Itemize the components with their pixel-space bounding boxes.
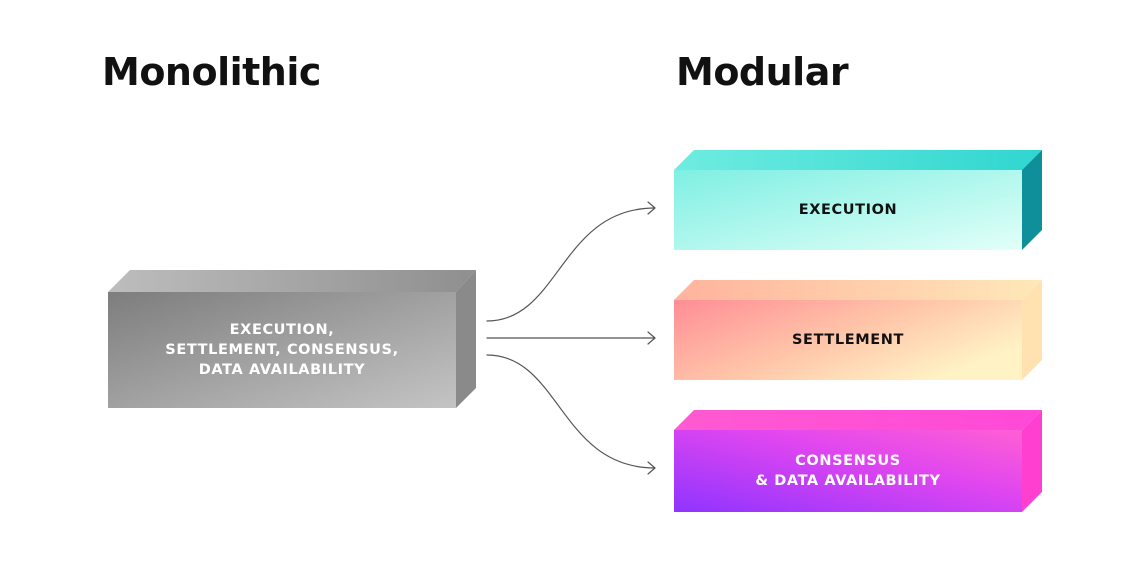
- monolithic-block-label: EXECUTION, SETTLEMENT, CONSENSUS, DATA A…: [108, 292, 456, 408]
- monolithic-label-line-2: SETTLEMENT, CONSENSUS,: [165, 342, 399, 358]
- consensus-label-line-2: & DATA AVAILABILITY: [755, 473, 941, 489]
- execution-label-text: EXECUTION: [798, 202, 898, 218]
- consensus-label-line-1: CONSENSUS: [795, 453, 901, 469]
- execution-block-front: [674, 170, 1022, 250]
- arrow-to-execution: [486, 207, 656, 322]
- arrow-to-execution-head: [647, 201, 656, 215]
- execution-block-side: [1022, 150, 1042, 250]
- execution-block-top: [674, 150, 1042, 170]
- settlement-block-label: SETTLEMENT: [674, 300, 1022, 380]
- settlement-label-text: SETTLEMENT: [792, 332, 904, 348]
- monolithic-label-line-1: EXECUTION,: [229, 322, 335, 338]
- monolithic-block-front: [108, 292, 456, 408]
- execution-block: [674, 150, 1042, 250]
- monolithic-label-line-3: DATA AVAILABILITY: [198, 362, 366, 378]
- consensus-da-block-side: [1022, 410, 1042, 512]
- arrow-to-settlement-head: [647, 331, 656, 345]
- modular-title: Modular: [676, 50, 849, 94]
- monolithic-block-side: [456, 270, 476, 408]
- consensus-da-block-label: CONSENSUS & DATA AVAILABILITY: [674, 430, 1022, 512]
- consensus-da-block-front: [674, 430, 1022, 512]
- monolithic-block-top: [108, 270, 476, 292]
- arrow-to-consensus-da-head: [647, 461, 656, 475]
- settlement-block-top: [674, 280, 1042, 300]
- execution-block-label: EXECUTION: [674, 170, 1022, 250]
- consensus-da-block-top: [674, 410, 1042, 430]
- consensus-da-block: [674, 410, 1042, 512]
- settlement-block-front: [674, 300, 1022, 380]
- settlement-block: [674, 280, 1042, 380]
- monolithic-title: Monolithic: [102, 50, 321, 94]
- arrow-to-consensus-da: [486, 354, 656, 469]
- settlement-block-side: [1022, 280, 1042, 380]
- monolithic-block: [108, 270, 476, 408]
